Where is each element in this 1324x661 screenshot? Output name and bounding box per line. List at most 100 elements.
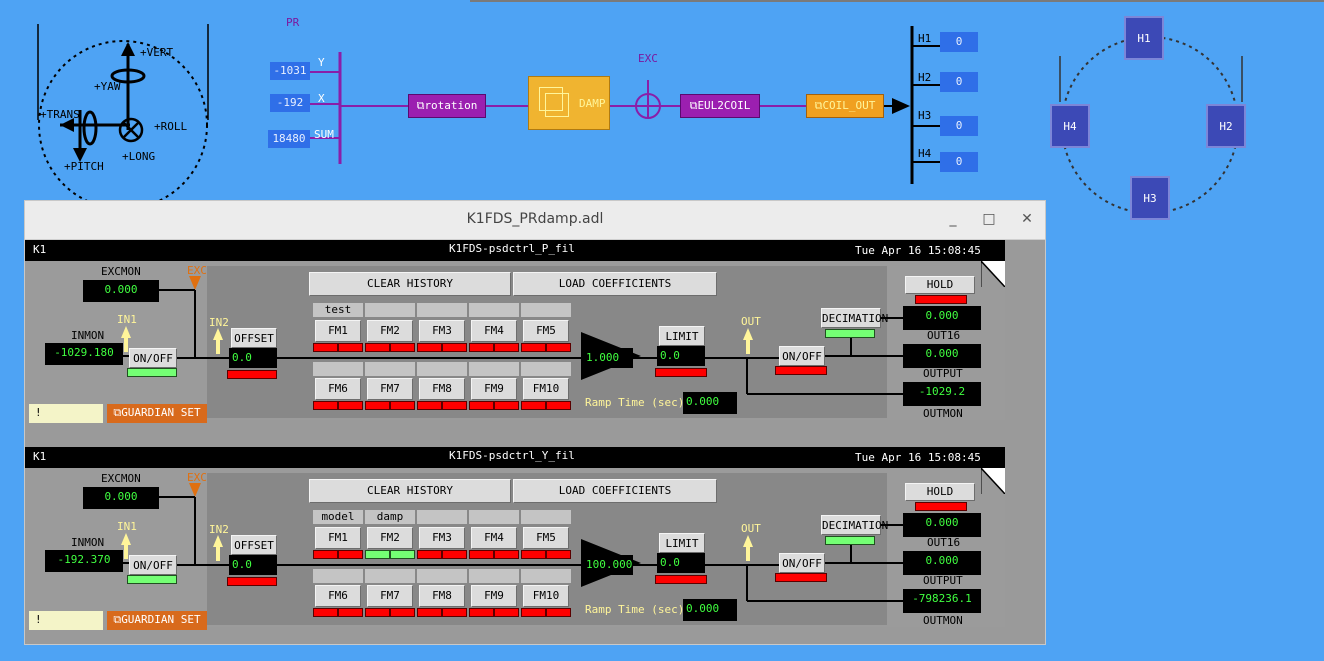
fm2-button[interactable]: FM2: [367, 527, 413, 549]
fm5-indicator: [521, 343, 546, 352]
fm8-name: [417, 362, 467, 376]
fm2-indicator: [390, 550, 415, 559]
damp-label: DAMP: [579, 97, 606, 110]
fm10-indicator: [546, 608, 571, 617]
inmon-readout: -1029.180: [45, 343, 123, 365]
close-icon[interactable]: ✕: [1021, 211, 1033, 227]
guardian-set-button[interactable]: ⧉GUARDIAN SET: [107, 404, 207, 423]
limit-indicator: [655, 368, 707, 377]
fm3-indicator: [442, 343, 467, 352]
window-title: K1FDS_PRdamp.adl: [466, 211, 604, 227]
fm2-indicator: [390, 343, 415, 352]
limit-button[interactable]: LIMIT: [659, 326, 705, 346]
fm5-button[interactable]: FM5: [523, 320, 569, 342]
maximize-icon[interactable]: □: [982, 211, 996, 227]
output-onoff-indicator: [775, 366, 827, 375]
clear-history-button[interactable]: CLEAR HISTORY: [309, 479, 511, 503]
guardian-set-label: GUARDIAN SET: [121, 613, 201, 626]
window-titlebar[interactable]: K1FDS_PRdamp.adl _ □ ✕: [25, 201, 1045, 240]
offset-button[interactable]: OFFSET: [231, 328, 277, 348]
limit-input[interactable]: 0.0: [657, 553, 705, 573]
fm6-button[interactable]: FM6: [315, 585, 361, 607]
fm5-indicator: [546, 343, 571, 352]
decimation-button[interactable]: DECIMATION: [821, 308, 888, 328]
limit-button[interactable]: LIMIT: [659, 533, 705, 553]
signal-chain-wires: [310, 26, 940, 184]
coil-h1[interactable]: H1: [1124, 16, 1164, 60]
fm1-button[interactable]: FM1: [315, 527, 361, 549]
output-readout: 0.000: [903, 344, 981, 368]
fm10-indicator: [521, 401, 546, 410]
fm1-indicator: [338, 550, 363, 559]
fm3-button[interactable]: FM3: [419, 527, 465, 549]
input-sum-value: 18480: [268, 130, 310, 148]
site-label: K1: [33, 450, 47, 463]
fm1-button[interactable]: FM1: [315, 320, 361, 342]
fm7-button[interactable]: FM7: [367, 585, 413, 607]
coil-h4[interactable]: H4: [1050, 104, 1090, 148]
hold-output-button[interactable]: HOLD OUTPUT: [905, 276, 975, 307]
fm4-button[interactable]: FM4: [471, 320, 517, 342]
in1-label: IN1: [117, 520, 137, 533]
excmon-label: EXCMON: [101, 472, 141, 485]
coil-h2[interactable]: H2: [1206, 104, 1246, 148]
fm9-button[interactable]: FM9: [471, 585, 517, 607]
input-onoff-button[interactable]: ON/OFF: [129, 348, 177, 368]
fm7-indicator: [365, 608, 390, 617]
load-coefficients-button[interactable]: LOAD COEFFICIENTS: [513, 272, 717, 296]
note-field[interactable]: !: [29, 611, 103, 630]
fm8-button[interactable]: FM8: [419, 585, 465, 607]
fm10-indicator: [521, 608, 546, 617]
fm8-button[interactable]: FM8: [419, 378, 465, 400]
output-onoff-button[interactable]: ON/OFF: [779, 553, 825, 573]
damp-block[interactable]: DAMP: [528, 76, 610, 130]
fm10-indicator: [546, 401, 571, 410]
fm6-button[interactable]: FM6: [315, 378, 361, 400]
fm6-indicator: [313, 608, 338, 617]
ramp-time-label: Ramp Time (sec):: [585, 396, 691, 409]
window-icon: ⧉: [689, 99, 698, 112]
minimize-icon[interactable]: _: [949, 211, 957, 227]
label-pitch: +PITCH: [64, 160, 104, 173]
filter-panel-y: K1 K1FDS-psdctrl_Y_fil Tue Apr 16 15:08:…: [25, 447, 1005, 630]
fm9-button[interactable]: FM9: [471, 378, 517, 400]
eul2coil-block[interactable]: ⧉EUL2COIL: [680, 94, 760, 118]
fm10-button[interactable]: FM10: [523, 585, 569, 607]
limit-indicator: [655, 575, 707, 584]
output-onoff-button[interactable]: ON/OFF: [779, 346, 825, 366]
output-label: OUTPUT: [923, 367, 963, 380]
offset-button[interactable]: OFFSET: [231, 535, 277, 555]
fm4-indicator: [494, 343, 519, 352]
decimation-button[interactable]: DECIMATION: [821, 515, 888, 535]
input-onoff-button[interactable]: ON/OFF: [129, 555, 177, 575]
fm10-name: [521, 569, 571, 583]
fm10-button[interactable]: FM10: [523, 378, 569, 400]
gain-input[interactable]: 1.000: [583, 348, 633, 368]
guardian-set-button[interactable]: ⧉GUARDIAN SET: [107, 611, 207, 630]
offset-input[interactable]: 0.0: [229, 348, 277, 368]
offset-input[interactable]: 0.0: [229, 555, 277, 575]
rotation-block[interactable]: ⧉rotation: [408, 94, 486, 118]
limit-input[interactable]: 0.0: [657, 346, 705, 366]
filter-window: K1FDS_PRdamp.adl _ □ ✕ K1 K1FDS-psdctrl_…: [24, 200, 1046, 645]
coil-out-block[interactable]: ⧉COIL_OUT: [806, 94, 884, 118]
clear-history-button[interactable]: CLEAR HISTORY: [309, 272, 511, 296]
gain-input[interactable]: 100.000: [583, 555, 633, 575]
fm6-indicator: [338, 401, 363, 410]
excmon-readout: 0.000: [83, 487, 159, 509]
fm3-button[interactable]: FM3: [419, 320, 465, 342]
fm2-button[interactable]: FM2: [367, 320, 413, 342]
coil-h3[interactable]: H3: [1130, 176, 1170, 220]
fm4-button[interactable]: FM4: [471, 527, 517, 549]
fm2-indicator: [365, 550, 390, 559]
ramp-time-input[interactable]: 0.000: [683, 392, 737, 414]
fm5-button[interactable]: FM5: [523, 527, 569, 549]
in1-arrow-icon: [121, 533, 131, 559]
note-field[interactable]: !: [29, 404, 103, 423]
hold-output-button[interactable]: HOLD OUTPUT: [905, 483, 975, 514]
load-coefficients-button[interactable]: LOAD COEFFICIENTS: [513, 479, 717, 503]
fm5-indicator: [546, 550, 571, 559]
decimation-indicator: [825, 536, 875, 545]
ramp-time-input[interactable]: 0.000: [683, 599, 737, 621]
fm7-button[interactable]: FM7: [367, 378, 413, 400]
